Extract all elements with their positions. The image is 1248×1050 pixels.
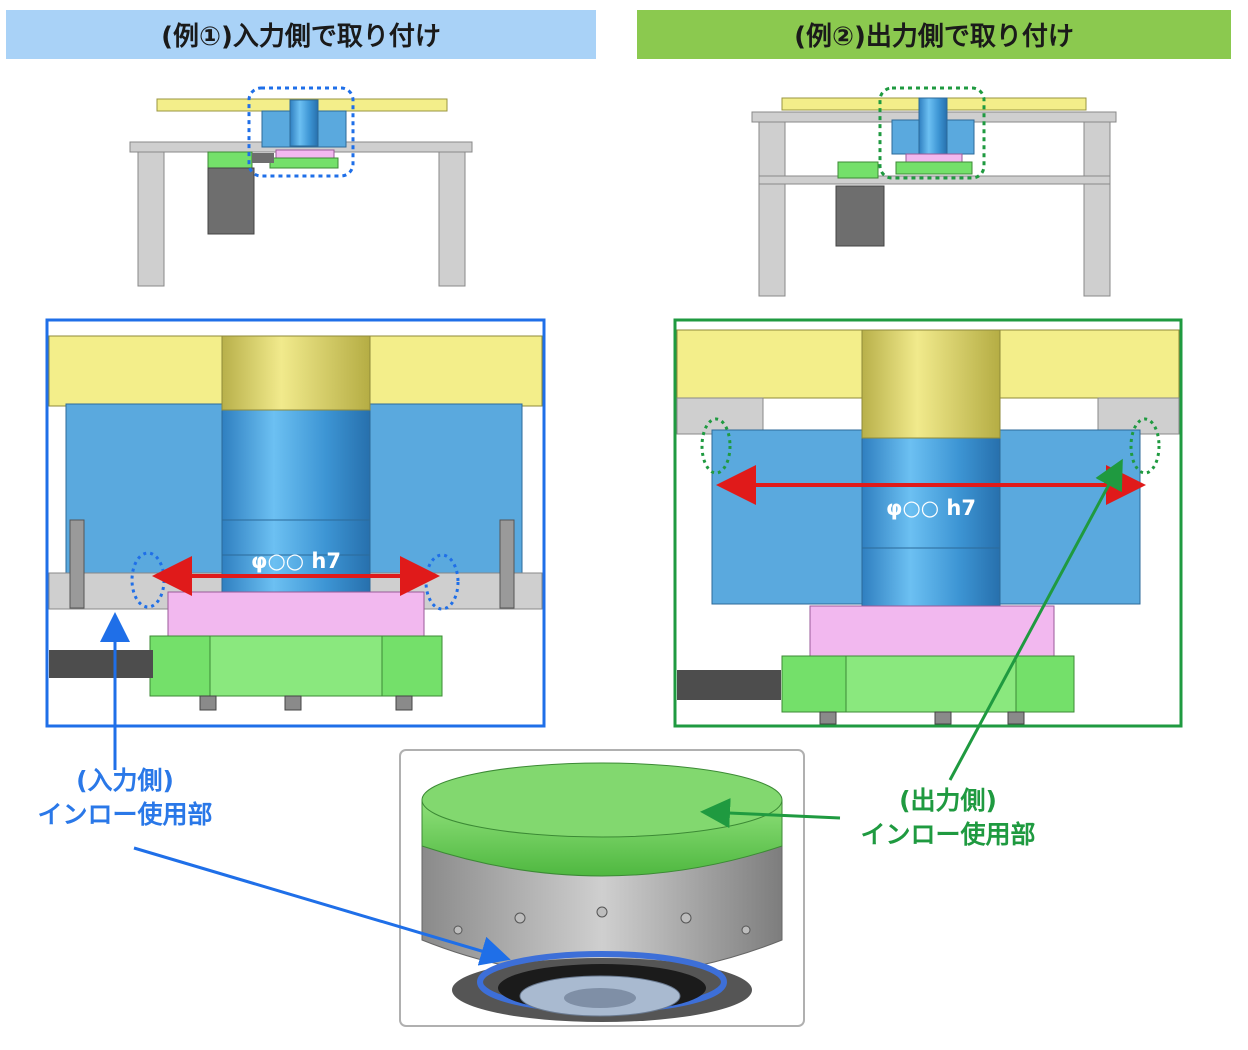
callout-output-side: (出力側) インロー使用部 xyxy=(838,784,1058,852)
banner-output-side: (例②)出力側で取り付け xyxy=(637,10,1231,59)
overview-output-highlight xyxy=(878,86,986,180)
callout-output-side-line1: (出力側) xyxy=(899,786,997,815)
input-spigot-highlight-right xyxy=(424,553,460,611)
detail-output-side: φ○○ h7 xyxy=(673,318,1183,728)
detail-input-side: φ○○ h7 xyxy=(45,318,546,728)
input-callout-arrow-3d xyxy=(133,846,511,966)
callout-input-side: (入力側) インロー使用部 xyxy=(20,764,230,832)
output-spigot-highlight-left xyxy=(700,417,732,475)
overview-input-side xyxy=(129,86,473,287)
banner-input-side: (例①)入力側で取り付け xyxy=(6,10,596,59)
detail-output-frame xyxy=(673,318,1183,728)
callout-output-side-line2: インロー使用部 xyxy=(860,820,1036,849)
callout-input-side-line2: インロー使用部 xyxy=(37,800,213,829)
detail-input-frame xyxy=(45,318,546,728)
output-dimension-label: φ○○ h7 xyxy=(886,496,976,520)
callout-input-side-line1: (入力側) xyxy=(76,766,174,795)
output-callout-arrow-up xyxy=(948,458,1123,781)
output-spigot-highlight-right xyxy=(1129,417,1161,475)
overview-input-highlight xyxy=(247,86,355,178)
input-dimension-label: φ○○ h7 xyxy=(251,549,341,573)
banner-output-side-title: (例②)出力側で取り付け xyxy=(794,22,1074,52)
output-callout-arrow-3d xyxy=(700,798,841,829)
overview-output-side xyxy=(751,86,1117,297)
reducer-3d-view xyxy=(399,749,805,1027)
banner-input-side-title: (例①)入力側で取り付け xyxy=(161,22,441,52)
